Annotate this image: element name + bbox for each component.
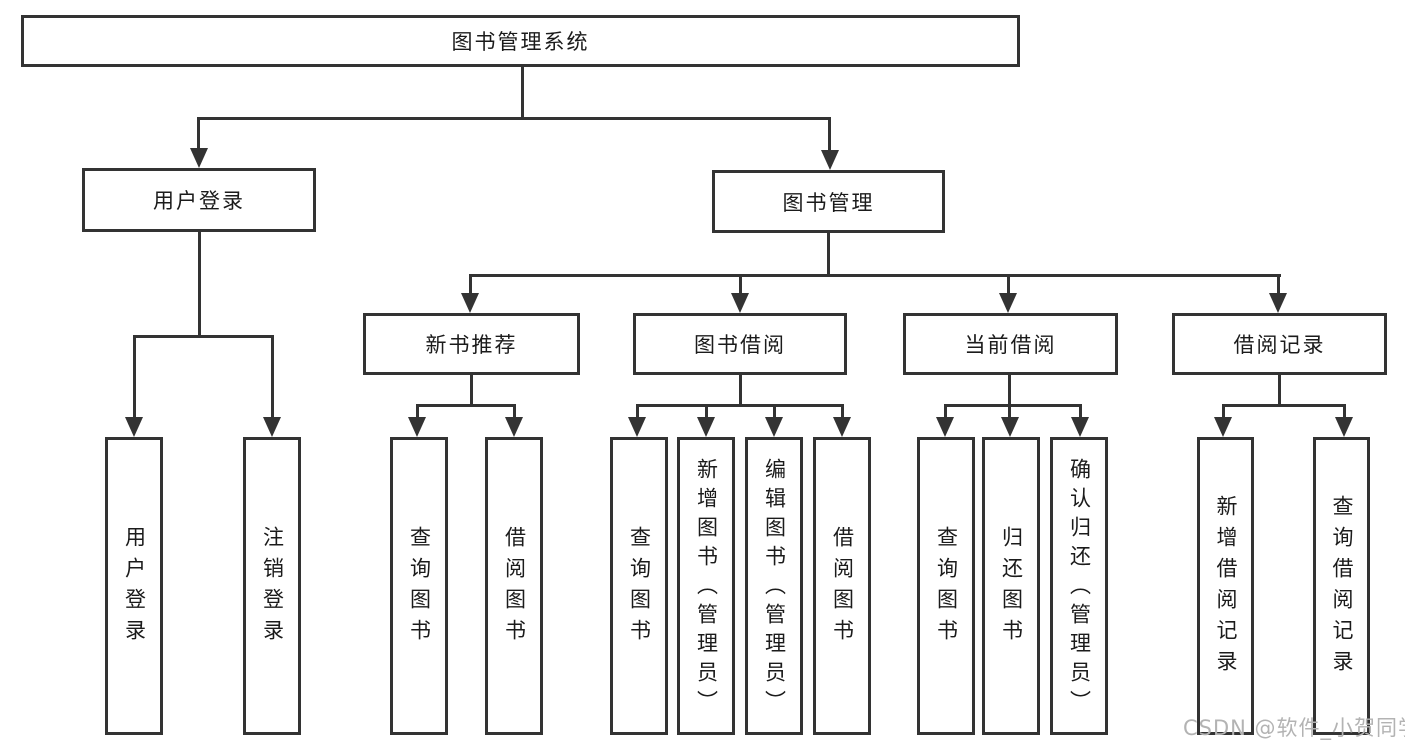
arrow-down-icon — [125, 417, 143, 437]
arrow-down-icon — [408, 417, 426, 437]
leaf-return-books: 归还图书 — [982, 437, 1040, 735]
arrow-down-icon — [999, 293, 1017, 313]
connector-line — [841, 404, 844, 419]
connector-line — [197, 117, 831, 120]
connector-line — [1277, 274, 1280, 295]
connector-line — [1008, 404, 1011, 419]
connector-line — [416, 404, 516, 407]
leaf-query-books-borrowing: 查询图书 — [610, 437, 668, 735]
connector-line — [197, 117, 200, 151]
arrow-down-icon — [936, 417, 954, 437]
leaf-add-books-admin: 新增图书（管理员） — [677, 437, 735, 735]
arrow-down-icon — [697, 417, 715, 437]
leaf-user-login: 用户登录 — [105, 437, 163, 735]
connector-line — [773, 404, 776, 419]
connector-line — [1343, 404, 1346, 419]
connector-line — [739, 375, 742, 407]
leaf-borrow-books-recommendation: 借阅图书 — [485, 437, 543, 735]
leaf-confirm-return-admin: 确认归还（管理员） — [1050, 437, 1108, 735]
node-library-management-system: 图书管理系统 — [21, 15, 1020, 67]
connector-line — [1079, 404, 1082, 419]
connector-line — [636, 404, 844, 407]
node-user-login: 用户登录 — [82, 168, 316, 232]
connector-line — [944, 404, 947, 419]
connector-line — [705, 404, 708, 419]
connector-line — [133, 335, 274, 338]
arrow-down-icon — [628, 417, 646, 437]
connector-line — [470, 375, 473, 407]
connector-line — [133, 335, 136, 419]
connector-line — [1008, 375, 1011, 407]
arrow-down-icon — [1071, 417, 1089, 437]
arrow-down-icon — [1269, 293, 1287, 313]
arrow-down-icon — [833, 417, 851, 437]
connector-line — [1222, 404, 1225, 419]
leaf-query-books-recommendation: 查询图书 — [390, 437, 448, 735]
arrow-down-icon — [190, 148, 208, 168]
arrow-down-icon — [461, 293, 479, 313]
csdn-watermark: CSDN @软件_小贺同学 — [1183, 716, 1405, 740]
leaf-borrow-books: 借阅图书 — [813, 437, 871, 735]
connector-line — [416, 404, 419, 419]
connector-line — [1278, 375, 1281, 407]
node-new-book-recommendation: 新书推荐 — [363, 313, 580, 375]
leaf-query-borrow-record: 查询借阅记录 — [1313, 437, 1370, 735]
connector-line — [469, 274, 472, 295]
arrow-down-icon — [1214, 417, 1232, 437]
leaf-query-books-current: 查询图书 — [917, 437, 975, 735]
connector-line — [739, 274, 742, 295]
arrow-down-icon — [765, 417, 783, 437]
leaf-logout: 注销登录 — [243, 437, 301, 735]
arrow-down-icon — [505, 417, 523, 437]
connector-line — [1222, 404, 1346, 407]
leaf-add-borrow-record: 新增借阅记录 — [1197, 437, 1254, 735]
arrow-down-icon — [821, 150, 839, 170]
arrow-down-icon — [731, 293, 749, 313]
connector-line — [198, 232, 201, 338]
node-current-borrowing: 当前借阅 — [903, 313, 1118, 375]
arrow-down-icon — [1001, 417, 1019, 437]
node-book-borrowing: 图书借阅 — [633, 313, 847, 375]
connector-line — [469, 274, 1281, 277]
connector-line — [828, 117, 831, 151]
connector-line — [827, 233, 830, 277]
connector-line — [513, 404, 516, 419]
connector-line — [636, 404, 639, 419]
arrow-down-icon — [1335, 417, 1353, 437]
node-borrowing-records: 借阅记录 — [1172, 313, 1387, 375]
connector-line — [271, 335, 274, 419]
connector-line — [521, 65, 524, 119]
connector-line — [1007, 274, 1010, 295]
leaf-edit-books-admin: 编辑图书（管理员） — [745, 437, 803, 735]
arrow-down-icon — [263, 417, 281, 437]
connector-line — [944, 404, 1082, 407]
node-book-management: 图书管理 — [712, 170, 945, 233]
